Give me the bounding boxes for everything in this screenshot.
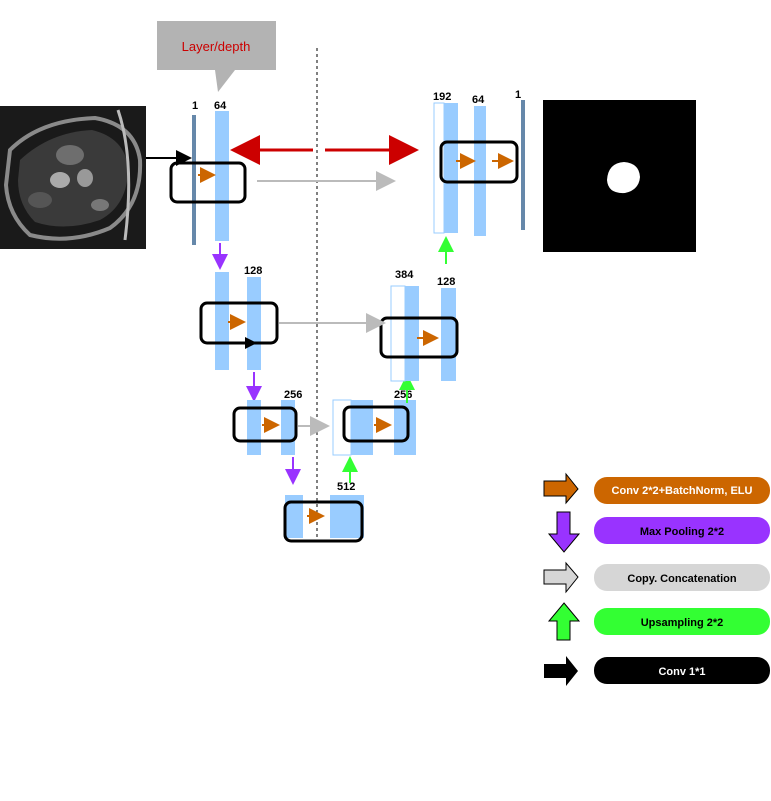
label-enc1: 64 bbox=[214, 100, 227, 112]
legend-pill-conv1x1 bbox=[594, 657, 770, 684]
input-mri-image bbox=[0, 106, 146, 249]
dec2-feature-map-a bbox=[405, 286, 419, 381]
legend-pill-pool bbox=[594, 517, 770, 544]
legend-label-upsample: Upsampling 2*2 bbox=[641, 617, 724, 629]
dec3-conv-block bbox=[342, 405, 410, 443]
dec1-feature-map-a bbox=[444, 103, 458, 233]
legend-item-pool: Max Pooling 2*2 bbox=[547, 511, 770, 553]
callout-text: Layer/depth bbox=[182, 39, 251, 54]
label-output-channels: 1 bbox=[515, 89, 521, 101]
enc2-feature-map-a bbox=[215, 272, 229, 370]
legend-item-copy: Copy. Concatenation bbox=[543, 561, 770, 594]
legend-pill-copy bbox=[594, 564, 770, 591]
enc3-conv-block bbox=[232, 406, 298, 443]
bottleneck-feature-map-a bbox=[285, 495, 303, 538]
label-dec1: 64 bbox=[472, 94, 485, 106]
legend: Conv 2*2+BatchNorm, ELU Max Pooling 2*2 … bbox=[543, 472, 770, 686]
legend-purple-down-arrow-icon bbox=[547, 511, 581, 553]
layer-depth-callout: Layer/depth bbox=[157, 21, 276, 92]
input-channel-bar bbox=[192, 115, 196, 245]
legend-item-conv: Conv 2*2+BatchNorm, ELU bbox=[543, 472, 770, 505]
legend-pill-upsample bbox=[594, 608, 770, 635]
label-dec1-concat: 192 bbox=[433, 91, 451, 103]
dec1-feature-map-b bbox=[474, 106, 486, 236]
output-channel-bar bbox=[521, 100, 525, 230]
legend-label-copy: Copy. Concatenation bbox=[627, 573, 736, 585]
label-input-channels: 1 bbox=[192, 100, 198, 112]
legend-gray-right-arrow-icon bbox=[543, 561, 579, 594]
label-dec3: 256 bbox=[394, 389, 412, 401]
dec1-conv-block bbox=[439, 140, 519, 184]
label-enc2: 128 bbox=[244, 265, 262, 277]
enc1-feature-map bbox=[215, 111, 229, 241]
dec2-concat-map bbox=[390, 285, 406, 382]
legend-black-right-arrow-icon bbox=[544, 656, 578, 686]
legend-label-pool: Max Pooling 2*2 bbox=[640, 526, 724, 538]
legend-pill-conv bbox=[594, 477, 770, 504]
label-dec2-concat: 384 bbox=[395, 269, 414, 281]
enc1-conv-block bbox=[169, 161, 247, 204]
dec2-conv-block bbox=[379, 316, 459, 359]
label-bottleneck: 512 bbox=[337, 481, 355, 493]
dec2-feature-map-b bbox=[441, 288, 456, 381]
bottleneck-conv-block bbox=[283, 500, 364, 543]
legend-item-upsample: Upsampling 2*2 bbox=[547, 602, 770, 641]
legend-orange-right-arrow-icon bbox=[543, 472, 579, 505]
label-enc3: 256 bbox=[284, 389, 302, 401]
legend-item-conv1x1: Conv 1*1 bbox=[544, 656, 770, 686]
enc2-conv-block bbox=[199, 301, 279, 345]
legend-green-up-arrow-icon bbox=[547, 602, 581, 641]
label-dec2: 128 bbox=[437, 276, 455, 288]
output-segmentation-mask bbox=[543, 100, 696, 252]
enc2-feature-map-b bbox=[247, 277, 261, 370]
legend-label-conv1x1: Conv 1*1 bbox=[658, 666, 705, 678]
legend-label-conv: Conv 2*2+BatchNorm, ELU bbox=[612, 485, 753, 497]
